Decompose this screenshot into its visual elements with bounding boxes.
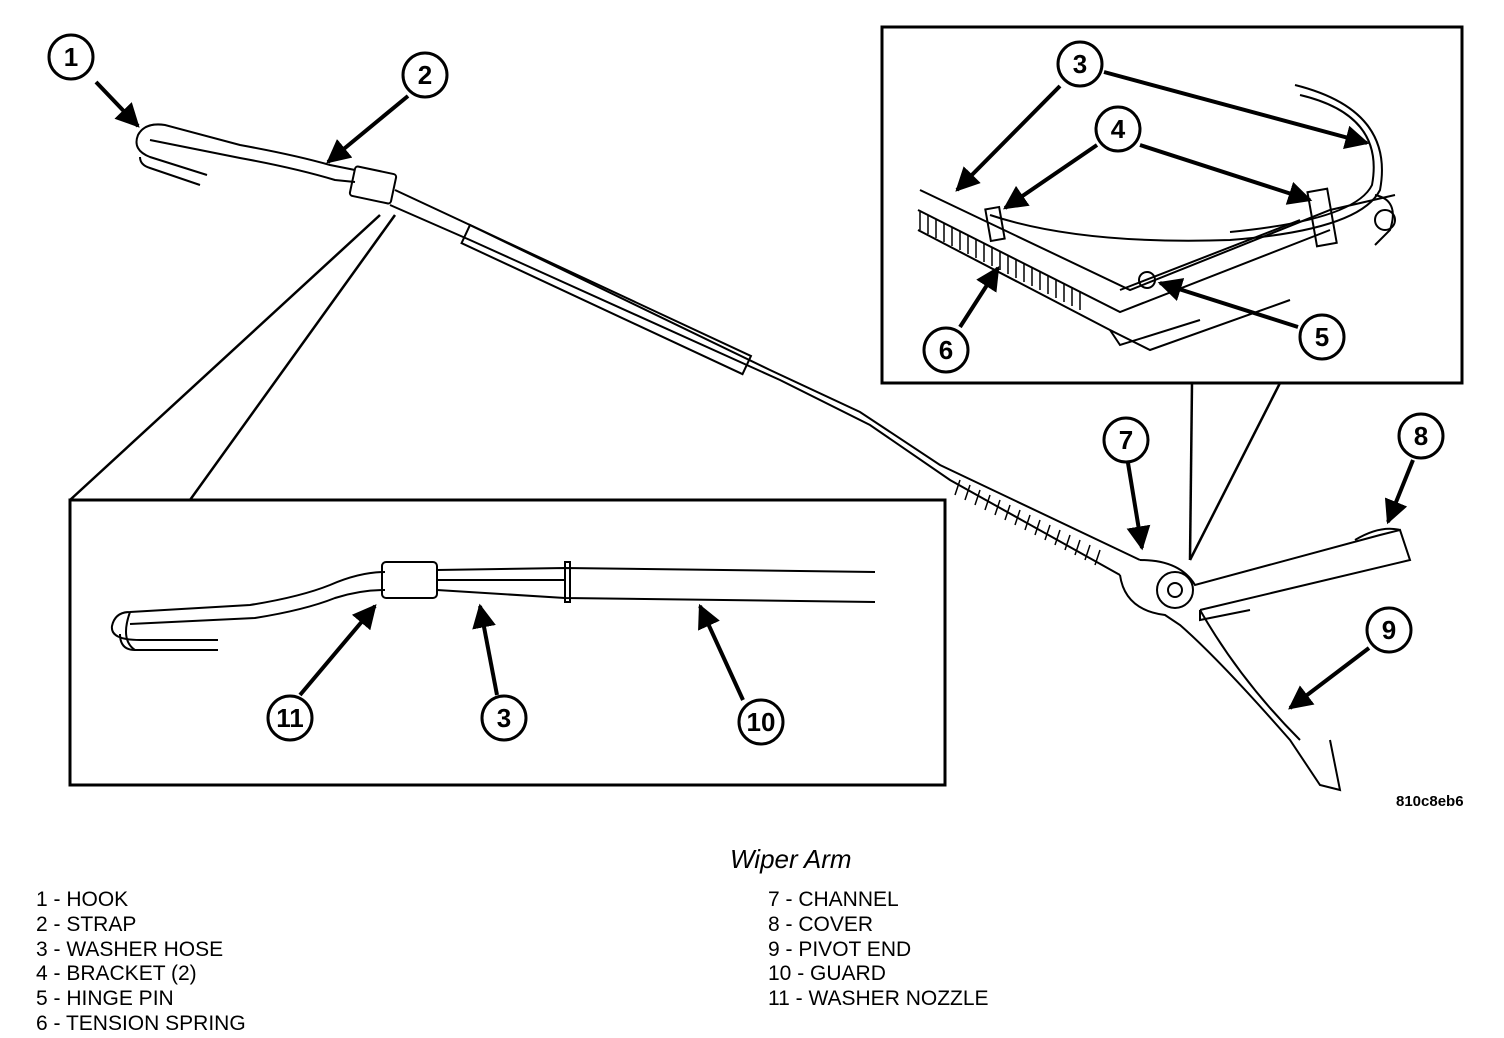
callout-4: 4 [1094, 105, 1142, 153]
legend-item: 1 - HOOK [36, 888, 129, 911]
legend-item: 2 - STRAP [36, 912, 137, 936]
svg-text:1: 1 [64, 42, 78, 72]
svg-text:4: 4 [1111, 114, 1126, 144]
legend-item: 8 - COVER [768, 912, 874, 936]
svg-text:3: 3 [497, 703, 511, 733]
callout-1: 1 [47, 33, 95, 81]
callout-11: 11 [266, 694, 314, 742]
inset-tension-spring [919, 212, 1081, 310]
legend-item: 3 - WASHER HOSE [36, 937, 224, 961]
svg-text:5: 5 [1315, 322, 1329, 352]
figure-code: 810c8eb6 [1396, 793, 1464, 810]
wiper-arm-diagram: 1 2 3 4 5 6 7 8 9 11 3 10 [47, 25, 1464, 792]
svg-text:7: 7 [1119, 425, 1133, 455]
legend-right: 7 - CHANNEL 8 - COVER 9 - PIVOT END 10 -… [768, 888, 989, 1012]
inset-hook-drawing [110, 561, 876, 651]
inset-channel-drawing [917, 84, 1396, 352]
legend-item: 11 - WASHER NOZZLE [768, 987, 989, 1011]
inset-top-right [880, 25, 1464, 561]
legend-item: 10 - GUARD [768, 962, 886, 986]
svg-text:6: 6 [939, 335, 953, 365]
main-tension-spring [954, 479, 1101, 566]
callout-9: 9 [1365, 606, 1413, 654]
leader-arrows [94, 70, 1415, 710]
legend-item: 4 - BRACKET (2) [36, 962, 197, 986]
svg-text:11: 11 [276, 703, 304, 733]
svg-text:10: 10 [747, 707, 776, 737]
legend-item: 6 - TENSION SPRING [36, 1011, 246, 1035]
callout-6: 6 [922, 326, 970, 374]
callout-10: 10 [737, 698, 785, 746]
callout-5: 5 [1298, 313, 1346, 361]
svg-text:2: 2 [418, 60, 432, 90]
svg-text:9: 9 [1382, 615, 1396, 645]
callout-3-bottom: 3 [480, 694, 528, 742]
svg-text:8: 8 [1414, 421, 1428, 451]
callout-7: 7 [1102, 416, 1150, 464]
legend-left: 1 - HOOK 2 - STRAP 3 - WASHER HOSE 4 - B… [36, 888, 246, 1037]
wiper-arm [135, 123, 1412, 792]
callout-3-inset: 3 [1056, 40, 1104, 88]
legend-item: 9 - PIVOT END [768, 937, 912, 961]
inset-bottom-left [68, 214, 947, 787]
figure-title: Wiper Arm [730, 844, 852, 874]
legend-item: 5 - HINGE PIN [36, 987, 174, 1011]
svg-text:3: 3 [1073, 49, 1087, 79]
callout-8: 8 [1397, 412, 1445, 460]
legend-item: 7 - CHANNEL [768, 888, 899, 911]
callout-2: 2 [401, 51, 449, 99]
